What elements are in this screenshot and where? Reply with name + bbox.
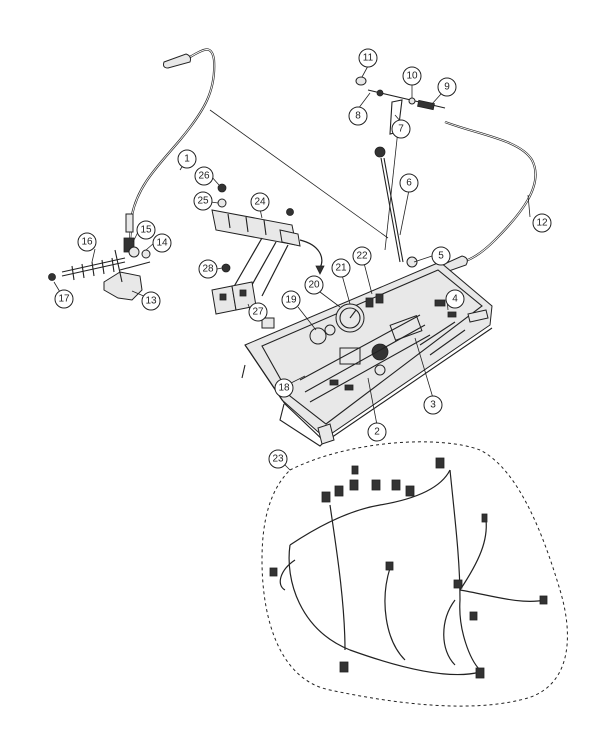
- svg-text:13: 13: [145, 296, 157, 307]
- callout-18: 18: [274, 378, 294, 398]
- callout-13: 13: [141, 291, 161, 311]
- callout-19: 19: [281, 290, 301, 310]
- svg-text:12: 12: [536, 218, 548, 229]
- svg-text:28: 28: [202, 264, 214, 275]
- svg-text:20: 20: [308, 280, 320, 291]
- callout-8: 8: [348, 106, 368, 126]
- callout-28: 28: [198, 259, 218, 279]
- callout-16: 16: [77, 232, 97, 252]
- svg-text:26: 26: [198, 171, 210, 182]
- svg-text:21: 21: [335, 263, 347, 274]
- svg-text:9: 9: [444, 82, 450, 93]
- callout-6: 6: [399, 173, 419, 193]
- throttle-lever-assembly: [48, 237, 151, 301]
- svg-text:27: 27: [252, 307, 264, 318]
- callout-2: 2: [367, 422, 387, 442]
- callout-7: 7: [391, 119, 411, 139]
- callout-11: 11: [358, 48, 378, 68]
- callout-15: 15: [136, 220, 156, 240]
- throttle-cable: [125, 48, 389, 241]
- svg-text:8: 8: [355, 111, 361, 122]
- svg-text:2: 2: [374, 427, 380, 438]
- callout-21: 21: [331, 258, 351, 278]
- callout-22: 22: [352, 246, 372, 266]
- callout-10: 10: [402, 66, 422, 86]
- rod: [374, 146, 404, 263]
- svg-text:14: 14: [156, 238, 168, 249]
- callout-20: 20: [304, 275, 324, 295]
- svg-text:17: 17: [58, 294, 70, 305]
- svg-text:11: 11: [363, 53, 374, 64]
- callout-12: 12: [532, 213, 552, 233]
- svg-text:25: 25: [197, 196, 209, 207]
- svg-text:1: 1: [184, 154, 190, 165]
- svg-text:18: 18: [278, 383, 290, 394]
- callout-27: 27: [248, 302, 268, 322]
- svg-text:4: 4: [452, 294, 458, 305]
- svg-text:15: 15: [140, 225, 152, 236]
- callout-3: 3: [423, 395, 443, 415]
- callout-24: 24: [250, 192, 270, 212]
- callout-17: 17: [54, 289, 74, 309]
- relay-bracket: [211, 183, 325, 315]
- callout-14: 14: [152, 233, 172, 253]
- instrument-panel: [241, 256, 493, 447]
- svg-text:23: 23: [272, 454, 284, 465]
- svg-text:10: 10: [406, 71, 418, 82]
- callout-4: 4: [445, 289, 465, 309]
- callout-25: 25: [193, 191, 213, 211]
- callout-9: 9: [437, 77, 457, 97]
- svg-text:19: 19: [285, 295, 297, 306]
- callout-26: 26: [194, 166, 214, 186]
- svg-text:7: 7: [398, 124, 404, 135]
- svg-text:16: 16: [81, 237, 93, 248]
- svg-text:6: 6: [406, 178, 412, 189]
- control-cable: [355, 76, 537, 273]
- svg-text:24: 24: [254, 197, 266, 208]
- callout-1: 1: [177, 149, 197, 169]
- callout-5: 5: [431, 246, 451, 266]
- svg-text:5: 5: [438, 251, 444, 262]
- svg-text:3: 3: [430, 400, 436, 411]
- wiring-harness: [261, 441, 568, 707]
- callout-23: 23: [268, 449, 288, 469]
- svg-text:22: 22: [356, 251, 368, 262]
